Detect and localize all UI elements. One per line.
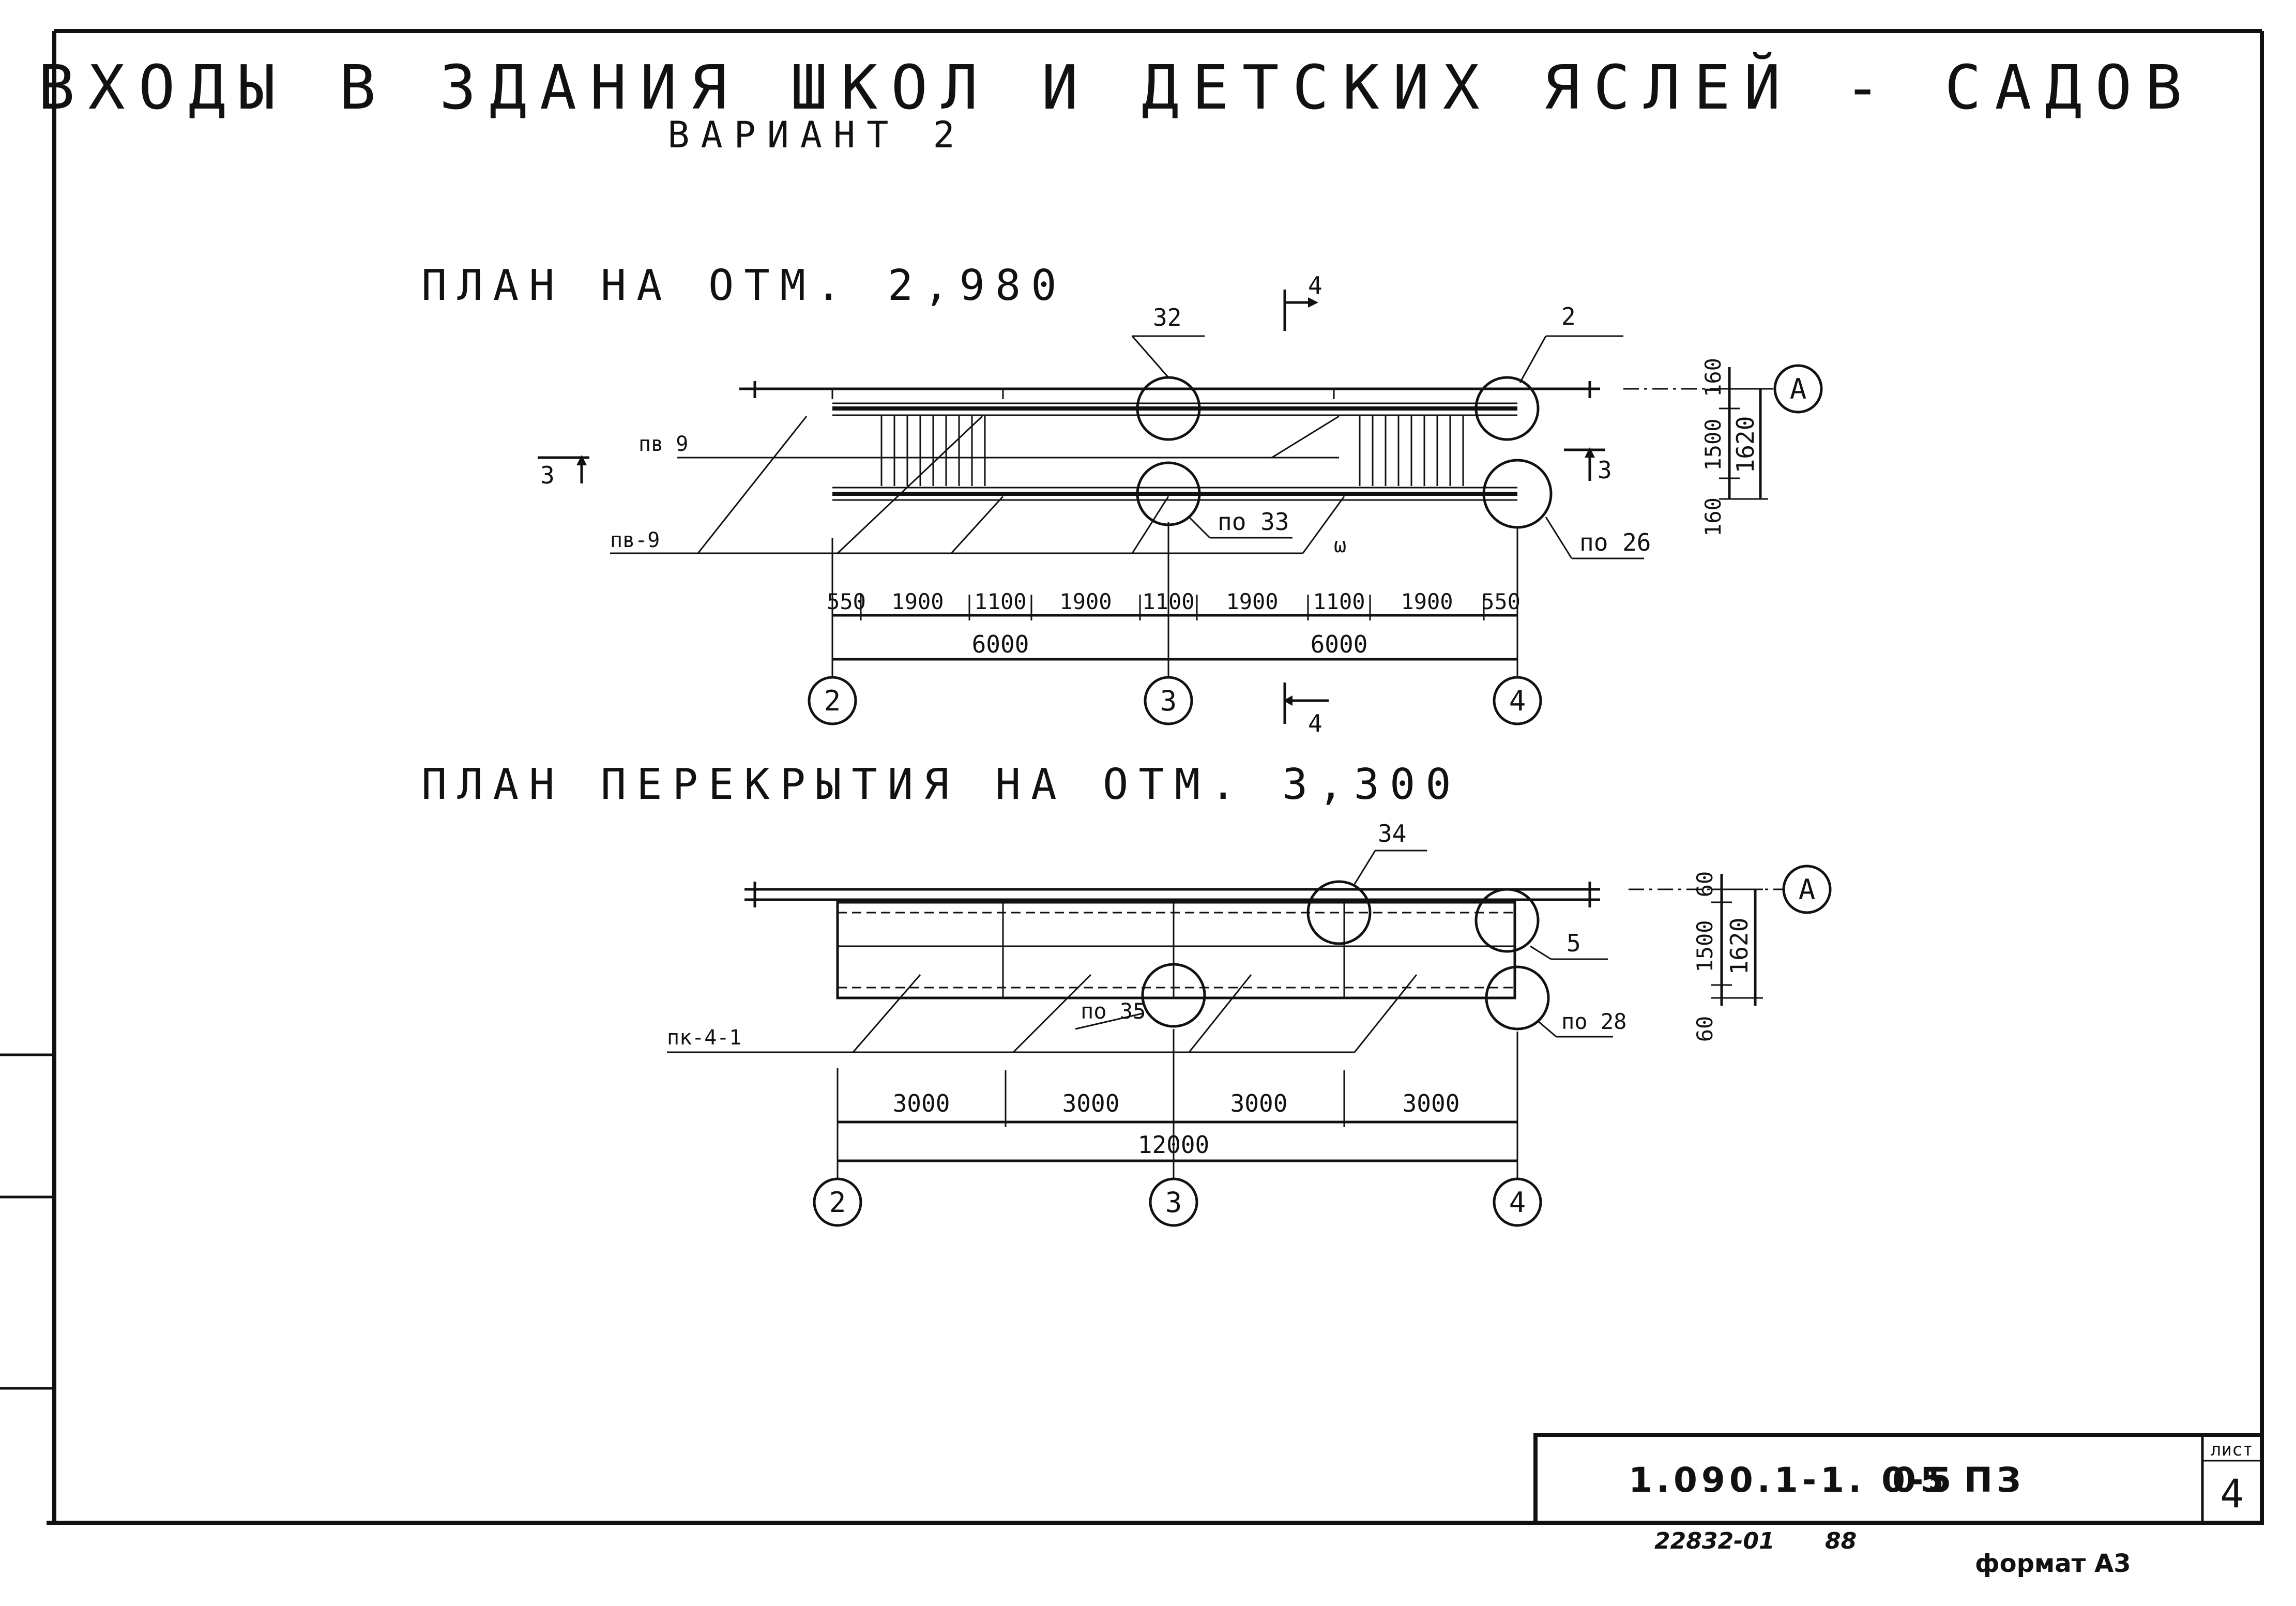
svg-text:2: 2	[824, 685, 841, 717]
svg-text:1900: 1900	[1401, 589, 1453, 614]
svg-text:1900: 1900	[891, 589, 944, 614]
svg-text:1900: 1900	[1059, 589, 1112, 614]
sheet-number: 4	[2220, 1471, 2244, 1517]
svg-text:160: 160	[1700, 497, 1726, 537]
svg-text:4: 4	[1509, 685, 1526, 717]
svg-text:550: 550	[827, 589, 866, 614]
axis-bubble-3	[1144, 676, 1193, 725]
callout-5: 5	[1567, 929, 1581, 957]
callout-po26: по 26	[1579, 528, 1651, 556]
plan-2-right-dims: А 60 1500 60 1620	[1629, 865, 1832, 1042]
svg-text:4: 4	[1509, 1186, 1526, 1219]
svg-text:60: 60	[1692, 1016, 1717, 1042]
plan-1-title: ПЛАН НА ОТМ. 2,980	[421, 261, 1067, 310]
svg-text:6000: 6000	[1311, 630, 1368, 658]
section-mark-4-top: 4	[1283, 271, 1322, 331]
label-small-mark: ω	[1334, 534, 1346, 557]
axis-bubble-A2	[1782, 865, 1832, 914]
svg-text:1100: 1100	[974, 589, 1026, 614]
plan-2: ПЛАН ПЕРЕКРЫТИЯ НА ОТМ. 3,300 пк-4-1 34 …	[421, 760, 1832, 1227]
svg-text:1100: 1100	[1142, 589, 1194, 614]
svg-text:3: 3	[1160, 685, 1177, 717]
slab-panel	[836, 901, 1516, 999]
svg-text:1620: 1620	[1731, 416, 1759, 474]
callout-po35: по 35	[1081, 998, 1146, 1024]
svg-text:3000: 3000	[1062, 1089, 1120, 1117]
svg-text:1100: 1100	[1313, 589, 1365, 614]
sheet-label: лист	[2211, 1440, 2253, 1460]
plan-1-right-dims: А 160 1500 160 1620	[1623, 358, 1823, 537]
node-circle-2	[1474, 376, 1540, 441]
plan-2-title: ПЛАН ПЕРЕКРЫТИЯ НА ОТМ. 3,300	[421, 760, 1462, 809]
label-pb9-upper: пв 9	[638, 432, 688, 456]
node-circle-35	[1141, 963, 1206, 1028]
svg-text:3: 3	[1598, 456, 1612, 484]
axis-bubble-A	[1773, 364, 1823, 414]
drawing-title: ВХОДЫ В ЗДАНИЯ ШКОЛ И ДЕТСКИХ ЯСЛЕЙ - СА…	[38, 52, 2196, 123]
svg-text:А: А	[1799, 873, 1816, 906]
doc-code: 1.090.1-1. 0-5	[1629, 1460, 1955, 1500]
svg-text:60: 60	[1692, 871, 1717, 898]
node-circle-28	[1485, 965, 1550, 1031]
svg-text:160: 160	[1700, 358, 1726, 397]
svg-text:12000: 12000	[1138, 1131, 1209, 1159]
node-circle-5	[1474, 888, 1540, 953]
svg-text:1500: 1500	[1700, 418, 1726, 471]
axis-bubble-3b	[1149, 1177, 1198, 1227]
callout-po33: по 33	[1218, 508, 1289, 536]
callout-2: 2	[1561, 302, 1576, 330]
svg-text:550: 550	[1481, 589, 1520, 614]
svg-text:2: 2	[829, 1186, 846, 1219]
node-circle-34	[1306, 880, 1372, 945]
svg-text:4: 4	[1308, 709, 1322, 737]
section-mark-3-right: 3	[1564, 447, 1612, 484]
svg-text:4: 4	[1308, 271, 1322, 299]
inventory-number: 22832-01	[1654, 1528, 1775, 1554]
label-pb9-lower: пв-9	[610, 528, 660, 552]
svg-text:1500: 1500	[1692, 920, 1717, 972]
svg-text:3: 3	[1165, 1186, 1182, 1219]
svg-text:3: 3	[540, 461, 555, 489]
svg-text:3000: 3000	[893, 1089, 950, 1117]
sheet-format: формат А3	[1975, 1549, 2131, 1578]
title-block: 1.090.1-1. 0-5 05 ПЗ лист 4	[1533, 1433, 2264, 1525]
axis-bubble-4b	[1493, 1177, 1542, 1227]
stair-flight-right	[1359, 416, 1464, 486]
year: 88	[1825, 1528, 1857, 1554]
callout-34: 34	[1378, 820, 1406, 847]
drawing-subtitle: ВАРИАНТ 2	[667, 114, 966, 156]
plan-2-dimension-chain: 3000 3000 3000 3000 12000	[837, 1029, 1518, 1169]
axis-bubble-2	[808, 676, 857, 725]
section-mark-4-bottom: 4	[1283, 683, 1329, 737]
svg-text:3000: 3000	[1403, 1089, 1460, 1117]
axis-bubble-4	[1493, 676, 1542, 725]
doc-part: 05 ПЗ	[1892, 1460, 2025, 1500]
axis-bubble-2b	[813, 1177, 862, 1227]
callout-32: 32	[1153, 304, 1181, 331]
callout-po28: по 28	[1561, 1009, 1626, 1034]
plan-1-dimension-chain: 550 1900 1100 1900 1100 1900 1100 1900 5…	[827, 522, 1520, 667]
label-pk-4-1: пк-4-1	[667, 1026, 742, 1050]
svg-text:3000: 3000	[1230, 1089, 1288, 1117]
section-mark-3-left: 3	[538, 455, 589, 489]
svg-text:1900: 1900	[1226, 589, 1278, 614]
stair-flight-left	[880, 416, 986, 486]
svg-text:А: А	[1790, 373, 1807, 405]
plan-1: ПЛАН НА ОТМ. 2,980	[421, 261, 1823, 737]
svg-text:1620: 1620	[1725, 918, 1753, 975]
svg-text:6000: 6000	[972, 630, 1029, 658]
